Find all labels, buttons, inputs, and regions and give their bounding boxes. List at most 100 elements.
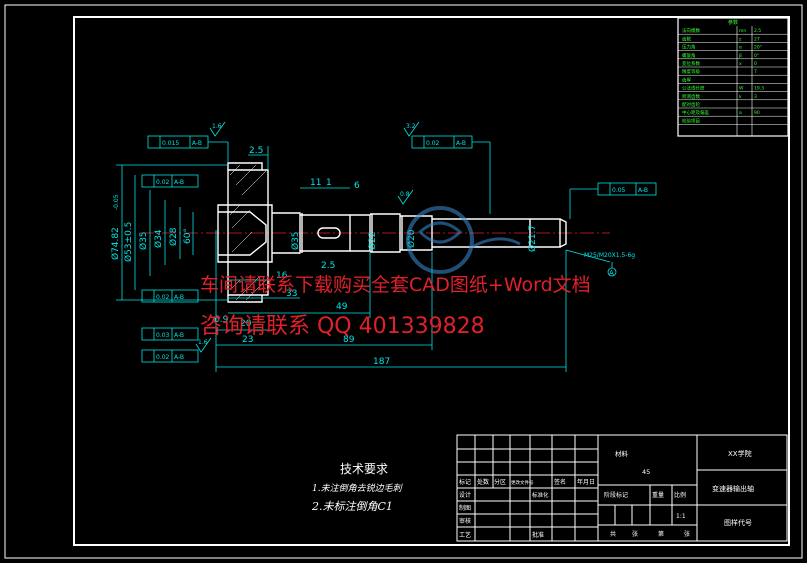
- tol-top-left-datum: A-B: [192, 140, 202, 147]
- tol-low-3-value: 0.02: [156, 354, 170, 361]
- material-value: 45: [642, 468, 650, 476]
- dim-l-23: 23: [242, 335, 253, 345]
- param-table-cell: 齿厚: [682, 77, 691, 83]
- param-table-cell: 螺旋角: [682, 52, 696, 59]
- param-table-cell: 跨测齿数: [682, 93, 700, 100]
- tech-requirements-title: 技术要求: [340, 462, 389, 476]
- param-table-cell: 精度等级: [682, 68, 700, 75]
- dim-d-28: Ø28: [168, 227, 179, 246]
- standardize-label: 标准化: [532, 491, 549, 499]
- review-label: 审核: [459, 517, 471, 525]
- tol-top-right-value: 0.02: [426, 140, 440, 147]
- surface-roughness-3: 1.6: [198, 339, 208, 346]
- school-name: XX学院: [728, 449, 752, 458]
- dim-d-21: Ø21.7: [527, 225, 538, 252]
- dim-l-187: 187: [373, 357, 390, 367]
- dim-l-6: 6: [354, 181, 360, 191]
- title-block-text: 材料 45 XX学院 变速器输出轴 图样代号 标记 处数 分区 更改文件号 签名…: [459, 449, 754, 539]
- header-zone: 分区: [494, 478, 506, 486]
- tech-requirements-note-2: 2.未标注倒角C1: [312, 500, 393, 513]
- dim-datum-a: A: [609, 269, 614, 277]
- weight-label: 重量: [652, 491, 664, 499]
- material-label: 材料: [615, 449, 629, 458]
- draft-label: 制图: [459, 504, 471, 512]
- param-table-cell: x: [739, 62, 742, 67]
- tol-right-value: 0.05: [612, 187, 626, 194]
- header-change-doc: 更改文件号: [511, 479, 534, 486]
- param-table-cell: 中心距及偏差: [682, 109, 709, 116]
- dim-d-34: Ø34: [153, 229, 164, 248]
- param-table-cell: 19.3: [754, 86, 764, 92]
- param-table-cell: 公法线长度: [682, 85, 705, 92]
- dim-l-2-5-top: 2.5: [249, 146, 263, 156]
- tol-right-datum: A-B: [638, 187, 648, 194]
- sheet-word-2: 张: [684, 530, 690, 538]
- surface-roughness-1: 1.6: [212, 123, 222, 130]
- watermark-line-2: 咨询请联系 QQ 401339828: [200, 314, 485, 339]
- param-table-cell: 3: [754, 94, 757, 100]
- outer-border: [4, 4, 803, 559]
- designer-label: 设计: [459, 491, 471, 499]
- dimension-labels: Ø74.82 -0.05 Ø53±0.5 Ø35 Ø34 Ø28 60° Ø35…: [110, 123, 648, 367]
- scale-value: 1:1: [676, 513, 686, 520]
- sheet-word-1: 张: [632, 530, 638, 538]
- surface-roughness-4: 0.8: [400, 191, 410, 198]
- dim-d-outer: Ø74.82: [110, 227, 121, 260]
- dim-l-89: 89: [343, 335, 355, 345]
- tol-top-right-datum: A-B: [456, 140, 466, 147]
- process-label: 工艺: [459, 531, 471, 539]
- header-mark: 标记: [459, 478, 471, 486]
- param-table-cell: k: [739, 94, 742, 100]
- tol-left-1-datum: A-B: [174, 179, 184, 186]
- param-table-cell: z: [739, 37, 742, 42]
- dim-l-33: 33: [286, 289, 297, 299]
- param-table-cell: β: [739, 53, 742, 59]
- watermark-logo: [406, 206, 521, 274]
- param-table-cell: 0°: [754, 53, 759, 59]
- tol-low-1-datum: A-B: [174, 294, 184, 301]
- param-table-cell: 配对齿轮: [682, 101, 700, 108]
- param-table-cell: 变位系数: [682, 60, 700, 67]
- surface-roughness-2: 3.2: [406, 123, 416, 130]
- param-table-cell: 检验项目: [682, 117, 700, 124]
- dim-d-53: Ø53±0.5: [123, 222, 134, 262]
- drawing-frame: [73, 16, 790, 546]
- tol-low-1-value: 0.02: [156, 294, 170, 301]
- dimension-lines: [116, 121, 657, 372]
- dim-l-49: 49: [336, 302, 348, 312]
- param-table-cell: 0: [754, 61, 757, 67]
- param-table-cell: 法向模数: [682, 27, 700, 34]
- param-table-cell: a: [739, 111, 742, 116]
- title-block: [456, 434, 788, 542]
- param-table-cell: 2.5: [754, 28, 761, 34]
- tol-low-3-datum: A-B: [174, 354, 184, 361]
- dim-angle: 60°: [183, 228, 193, 244]
- stage-mark-label: 阶段标记: [604, 491, 628, 499]
- approve-label: 批准: [532, 531, 544, 539]
- param-table-cell: 20°: [754, 45, 762, 51]
- param-table-cell: mn: [739, 29, 746, 34]
- dim-thread: M25/M20X1.5-6g: [584, 252, 635, 259]
- dim-d-35-mid: Ø35: [290, 231, 301, 250]
- dim-l-6-9: 6.9: [214, 315, 229, 325]
- dim-l-11: 11: [310, 178, 321, 188]
- param-table-cell: 7: [754, 69, 757, 75]
- header-date: 年月日: [577, 478, 595, 486]
- part-name: 变速器输出轴: [712, 484, 754, 493]
- tol-low-2-datum: A-B: [174, 332, 184, 339]
- scale-label: 比例: [674, 491, 686, 499]
- dim-d-outer-tol: -0.05: [113, 194, 120, 210]
- param-table-cell: α: [739, 46, 742, 51]
- header-count: 处数: [477, 478, 489, 486]
- param-table-cell: 27: [754, 36, 760, 42]
- dim-l-20: 20: [240, 319, 252, 329]
- param-table-title: 参数: [728, 19, 738, 26]
- sheet-total-label: 共: [610, 530, 616, 538]
- dim-l-2-5-bot: 2.5: [321, 261, 335, 271]
- dim-l-16: 16: [276, 271, 288, 281]
- tol-low-2-value: 0.03: [156, 332, 170, 339]
- dim-d-22: Ø22: [367, 231, 378, 250]
- dim-d-20: Ø20: [406, 229, 417, 248]
